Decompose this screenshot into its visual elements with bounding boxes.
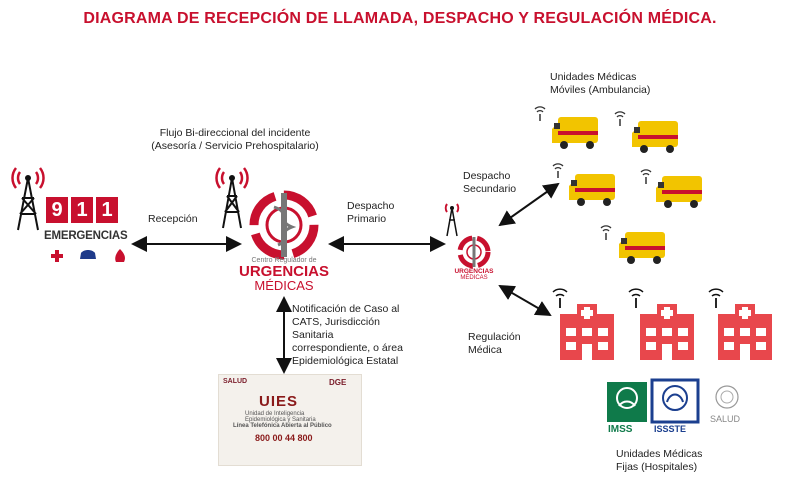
digit-1b: 1 [96, 197, 118, 223]
label-bidirectional-line2: (Asesoría / Servicio Prehospitalario) [151, 140, 319, 152]
signal-icon [640, 169, 652, 184]
ambulance-icon [619, 232, 665, 264]
signal-icon [534, 106, 546, 121]
label-secondary-line1: Despacho [463, 170, 511, 182]
ambulance-icon [569, 174, 615, 206]
imss-name: IMSS [608, 424, 633, 435]
page-title: DIAGRAMA DE RECEPCIÓN DE LLAMADA, DESPAC… [83, 10, 717, 27]
signal-icon [614, 111, 626, 126]
hospital-icon [640, 304, 694, 360]
uies-salud-label: SALUD [223, 378, 248, 385]
signal-icon [552, 288, 568, 308]
imss-logo-icon [607, 382, 647, 422]
hospital-icon [560, 304, 614, 360]
signal-icon [708, 288, 724, 308]
signal-icon [552, 163, 564, 178]
crum-small-logo-text: URGENCIAS MÉDICAS [449, 268, 499, 282]
uies-logo: UIES [259, 393, 299, 410]
label-regulation-line2: Médica [468, 344, 502, 356]
crum-small-line2: MÉDICAS [460, 275, 488, 281]
uies-dge-label: DGE [329, 378, 347, 387]
uies-card: SALUD DGE UIES Unidad de Inteligencia Ep… [218, 374, 362, 466]
antenna-icon [444, 203, 460, 237]
arrow-regulation [498, 284, 552, 317]
police-cap-icon [80, 250, 96, 259]
label-notification-line2: CATS, Jurisdicción [292, 316, 380, 328]
label-mobile-line2: Móviles (Ambulancia) [550, 84, 651, 96]
uies-phone-number: 800 00 44 800 [255, 433, 313, 443]
label-mobile-units: Unidades Médicas Móviles (Ambulancia) [550, 71, 650, 97]
signal-icon [600, 225, 612, 240]
uies-phone-line-label: Línea Telefónica Abierta al Público [233, 423, 332, 429]
label-notification-line3: Sanitaria [292, 329, 334, 341]
label-secondary-line2: Secundario [463, 183, 517, 195]
crum-logo-text: Centro Regulador de URGENCIAS MÉDICAS [234, 257, 334, 292]
digit-1: 1 [71, 197, 93, 223]
emergency-word: EMERGENCIAS [44, 230, 128, 242]
ambulance-icon [632, 121, 678, 153]
ambulance-icon [552, 117, 598, 149]
label-primary-line2: Primario [347, 213, 387, 225]
label-bidirectional: Flujo Bi-direccional del incidente (Ases… [150, 127, 320, 153]
crum-emblem-icon [249, 190, 319, 260]
crum-line3: MÉDICAS [254, 278, 314, 293]
issste-name: ISSSTE [654, 424, 687, 434]
digit-9: 9 [46, 197, 68, 223]
uies-subtitle: Unidad de Inteligencia Epidemiológica y … [245, 411, 316, 423]
label-fixed-units: Unidades Médicas Fijas (Hospitales) [616, 448, 702, 474]
label-notification-line5: Epidemiológica Estatal [292, 355, 399, 367]
label-regulation: Regulación Médica [468, 331, 521, 357]
label-secondary-dispatch: Despacho Secundario [463, 170, 516, 196]
label-notification-line1: Notificación de Caso al [292, 303, 400, 315]
label-primary-line1: Despacho [347, 200, 395, 212]
salud-name: SALUD [710, 414, 741, 424]
issste-logo-icon [650, 378, 700, 424]
crum-line2: URGENCIAS [238, 263, 329, 280]
label-fixed-line2: Fijas (Hospitales) [616, 461, 698, 473]
label-reception: Recepción [148, 213, 198, 225]
label-notification-line4: correspondiente, o área [292, 342, 403, 354]
label-bidirectional-line1: Flujo Bi-direccional del incidente [159, 127, 311, 139]
signal-icon [628, 288, 644, 308]
crum-line1: Centro Regulador de [251, 257, 317, 264]
label-primary-dispatch: Despacho Primario [347, 200, 394, 226]
mexico-seal-icon [715, 385, 739, 409]
label-regulation-line1: Regulación [468, 331, 521, 343]
cross-icon [51, 250, 63, 262]
antenna-icon [215, 167, 249, 229]
label-mobile-line1: Unidades Médicas [550, 71, 637, 83]
arrow-secondary-dispatch [498, 182, 560, 227]
ambulance-icon [656, 176, 702, 208]
crum-small-line1: URGENCIAS [454, 268, 494, 275]
label-notification: Notificación de Caso al CATS, Jurisdicci… [292, 303, 403, 368]
label-fixed-line1: Unidades Médicas [616, 448, 703, 460]
hospital-icon [718, 304, 772, 360]
crum-small-emblem-icon [457, 235, 491, 269]
antenna-icon [11, 167, 45, 231]
fire-icon [115, 249, 125, 262]
